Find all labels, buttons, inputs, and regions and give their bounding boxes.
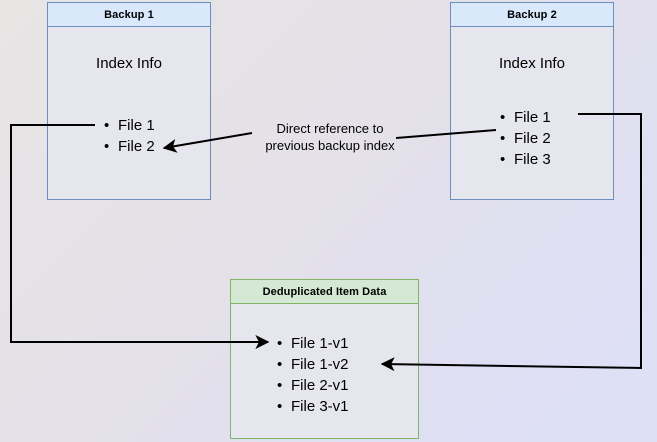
deduplicated-item-data-header: Deduplicated Item Data bbox=[231, 280, 418, 304]
backup-1-box[interactable]: Backup 1 Index Info File 1 File 2 bbox=[47, 2, 211, 200]
direct-reference-caption: Direct reference to previous backup inde… bbox=[248, 120, 412, 154]
list-item: File 1 bbox=[104, 115, 155, 136]
list-item: File 2 bbox=[104, 136, 155, 157]
list-item: File 1 bbox=[500, 107, 551, 128]
backup-1-file-list: File 1 File 2 bbox=[104, 115, 155, 157]
list-item: File 1-v1 bbox=[277, 333, 349, 354]
backup-1-header: Backup 1 bbox=[48, 3, 210, 27]
list-item: File 3-v1 bbox=[277, 396, 349, 417]
backup-2-box[interactable]: Backup 2 Index Info File 1 File 2 File 3 bbox=[450, 2, 614, 200]
deduplicated-file-list: File 1-v1 File 1-v2 File 2-v1 File 3-v1 bbox=[277, 333, 349, 417]
list-item: File 2 bbox=[500, 128, 551, 149]
backup-2-header: Backup 2 bbox=[451, 3, 613, 27]
caption-line-2: previous backup index bbox=[265, 138, 395, 153]
backup-2-file-list: File 1 File 2 File 3 bbox=[500, 107, 551, 170]
deduplicated-item-data-body: File 1-v1 File 1-v2 File 2-v1 File 3-v1 bbox=[231, 304, 418, 438]
caption-line-1: Direct reference to bbox=[276, 121, 384, 136]
list-item: File 1-v2 bbox=[277, 354, 349, 375]
backup-1-body: Index Info File 1 File 2 bbox=[48, 27, 210, 199]
list-item: File 2-v1 bbox=[277, 375, 349, 396]
backup-1-index-info-label: Index Info bbox=[96, 55, 162, 72]
list-item: File 3 bbox=[500, 149, 551, 170]
deduplicated-item-data-box[interactable]: Deduplicated Item Data File 1-v1 File 1-… bbox=[230, 279, 419, 439]
backup-2-index-info-label: Index Info bbox=[499, 55, 565, 72]
backup-2-body: Index Info File 1 File 2 File 3 bbox=[451, 27, 613, 199]
